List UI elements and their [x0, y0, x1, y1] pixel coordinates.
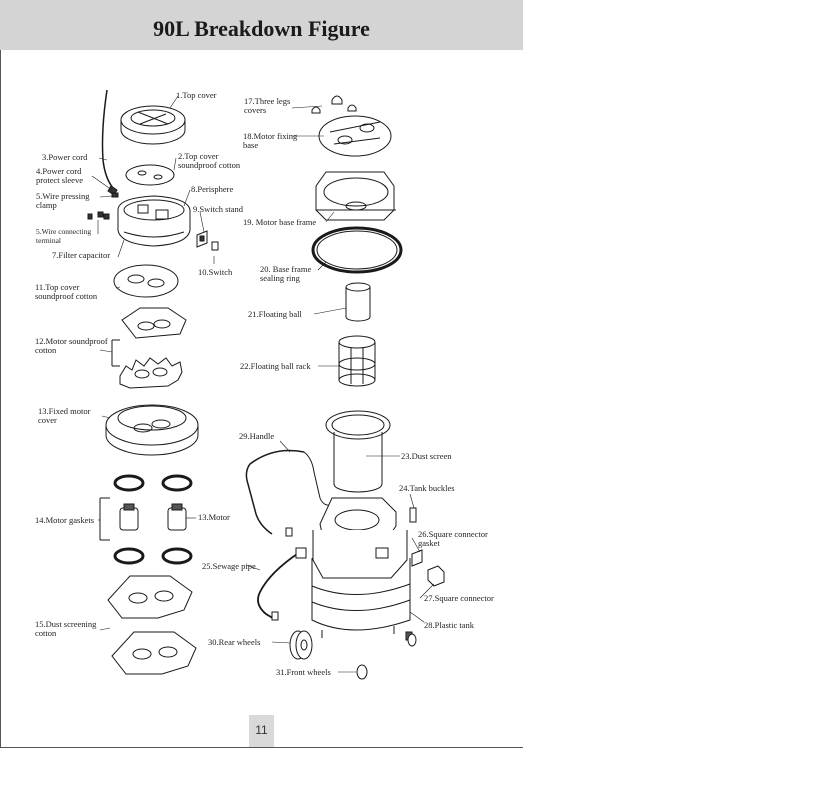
label-motor-gaskets: 14.Motor gaskets	[35, 515, 95, 525]
leader-lines	[91, 95, 435, 673]
label-motor-soundproof-cotton: 12.Motor soundproof cotton	[35, 336, 108, 355]
plastic-tank-part	[311, 497, 413, 641]
sewage-pipe-part	[257, 547, 307, 621]
label-perisphere: 8.Perisphere	[191, 184, 234, 194]
switch-stand-part	[196, 230, 219, 251]
label-top-cover-soundproof-cotton-11: 11.Top cover soundproof cotton	[35, 282, 98, 301]
label-top-cover-soundproof-cotton: 2.Top cover soundproof cotton	[178, 151, 241, 170]
label-handle: 29.Handle	[239, 431, 275, 441]
label-three-legs-covers: 17.Three legs covers	[244, 96, 291, 115]
square-connector-part	[427, 565, 445, 587]
label-top-cover: 1.Top cover	[176, 90, 217, 100]
label-floating-ball: 21.Floating ball	[248, 309, 302, 319]
label-sewage-pipe: 25.Sewage pipe	[202, 561, 256, 571]
label-wire-connecting-terminal: 5.Wire connecting terminal	[36, 227, 92, 245]
label-tank-buckles: 24.Tank buckles	[399, 483, 455, 493]
label-switch: 10.Switch	[198, 267, 233, 277]
motor-base-frame-part	[315, 171, 396, 221]
page-title: 90L Breakdown Figure	[153, 16, 370, 41]
front-wheels-part	[356, 633, 417, 680]
dust-screen-part	[325, 410, 391, 493]
floating-ball-part	[345, 282, 371, 322]
motor-part	[119, 503, 187, 531]
label-base-frame-sealing-ring: 20. Base frame sealing ring	[260, 264, 312, 283]
fixed-motor-cover-part	[105, 404, 199, 456]
page-header: 90L Breakdown Figure	[0, 0, 523, 50]
label-floating-ball-rack: 22.Floating ball rack	[240, 361, 311, 371]
label-fixed-motor-cover: 13.Fixed motor cover	[38, 406, 91, 425]
floating-ball-rack-part	[338, 335, 376, 387]
power-cord-part	[101, 89, 118, 196]
label-square-connector: 27.Square connector	[424, 593, 494, 603]
label-motor: 13.Motor	[198, 512, 230, 522]
frame-left-border	[0, 50, 1, 748]
top-cover-part	[120, 105, 186, 145]
top-cover-cotton-11-part	[113, 264, 179, 298]
label-dust-screening-cotton: 15.Dust screening cotton	[35, 619, 97, 638]
label-square-connector-gasket: 26.Square connector gasket	[418, 529, 488, 548]
rear-wheels-part	[289, 630, 313, 660]
three-legs-covers-part	[311, 95, 357, 114]
dust-screening-cotton-part	[107, 575, 197, 675]
label-filter-capacitor: 7.Filter capacitor	[52, 250, 111, 260]
label-power-cord-protect-sleeve: 4.Power cord protect sleeve	[36, 166, 83, 185]
label-front-wheels: 31.Front wheels	[276, 667, 331, 677]
tank-buckles-part	[409, 507, 417, 523]
label-plastic-tank: 28.Plastic tank	[424, 620, 475, 630]
label-dust-screen: 23.Dust screen	[401, 451, 452, 461]
top-cover-soundproof-cotton-part	[125, 164, 175, 186]
label-switch-stand: 9.Switch stand	[193, 204, 244, 214]
label-rear-wheels: 30.Rear wheels	[208, 637, 261, 647]
motor-fixing-base-part	[318, 115, 392, 157]
square-connector-gasket-part	[411, 549, 423, 567]
label-motor-fixing-base: 18.Motor fixing base	[243, 131, 298, 150]
label-wire-pressing-clamp: 5.Wire pressing clamp	[36, 191, 90, 210]
page-number: 11	[249, 715, 274, 747]
motor-soundproof-cotton-part	[111, 307, 187, 389]
label-power-cord: 3.Power cord	[42, 152, 88, 162]
label-motor-base-frame: 19. Motor base frame	[243, 217, 317, 227]
perisphere-part	[117, 195, 191, 247]
base-frame-sealing-ring-part	[311, 226, 403, 274]
motor-gaskets-part	[99, 474, 193, 565]
wire-clamp-part	[87, 192, 119, 220]
frame-bottom-border	[0, 747, 523, 748]
